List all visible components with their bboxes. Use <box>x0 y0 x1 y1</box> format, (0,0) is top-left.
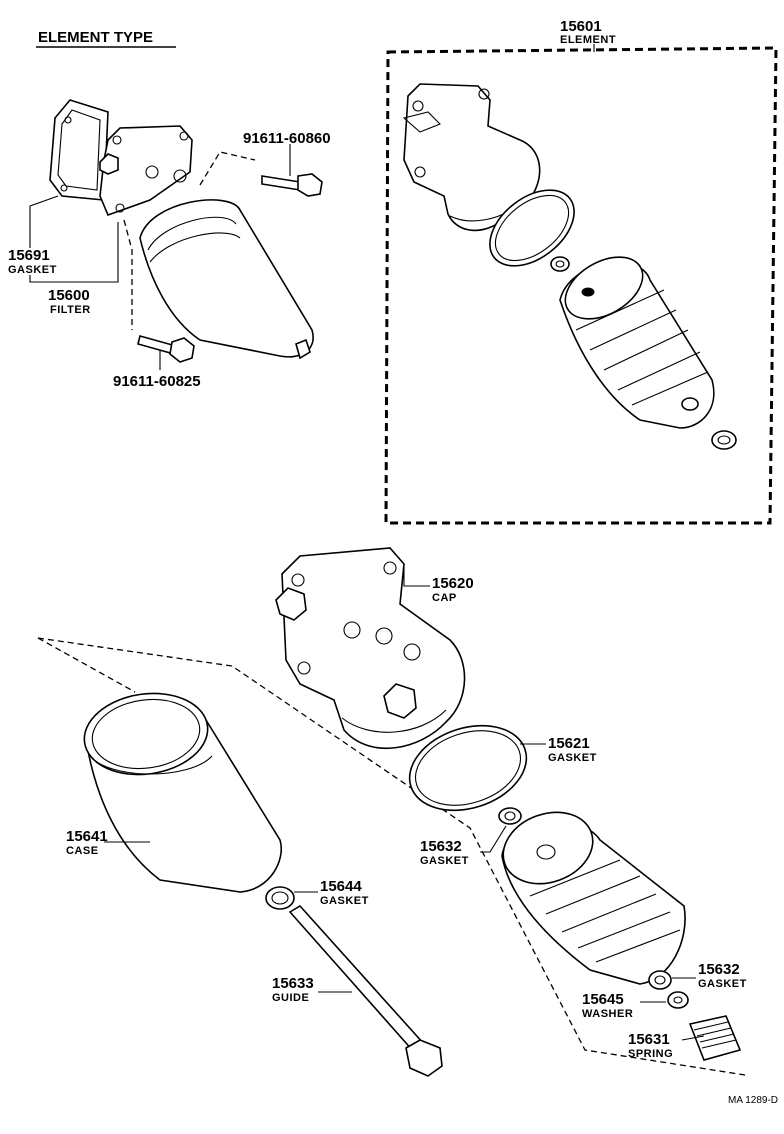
section-title: ELEMENT TYPE <box>38 29 153 46</box>
leader-15632-upper <box>480 825 507 853</box>
leader-15691 <box>29 195 59 248</box>
label-15601-name: ELEMENT <box>560 34 616 46</box>
leader-15620 <box>403 564 430 587</box>
label-15644-number: 15644 <box>320 878 362 895</box>
leader-15600 <box>29 222 119 283</box>
label-15633-number: 15633 <box>272 975 314 992</box>
filter-assembly-drawing <box>49 99 323 363</box>
label-15620-number: 15620 <box>432 575 474 592</box>
label-15632a-name: GASKET <box>420 855 469 867</box>
element-box <box>384 46 778 525</box>
label-15620-name: CAP <box>432 592 457 604</box>
element-exploded-drawing <box>402 83 737 450</box>
label-15621-number: 15621 <box>548 735 590 752</box>
diagram-code: MA 1289-D <box>728 1095 778 1106</box>
label-15633-name: GUIDE <box>272 992 309 1004</box>
label-bolt-lower: 91611-60825 <box>113 373 201 390</box>
label-15601-number: 15601 <box>560 18 602 35</box>
exploded-assembly-drawing <box>83 547 742 1077</box>
label-15645-number: 15645 <box>582 991 624 1008</box>
label-15641-name: CASE <box>66 845 99 857</box>
leader-15631 <box>681 1035 705 1041</box>
label-15632b-number: 15632 <box>698 961 740 978</box>
label-15645-name: WASHER <box>582 1008 633 1020</box>
label-15641-number: 15641 <box>66 828 108 845</box>
label-15644-name: GASKET <box>320 895 369 907</box>
assembly-guide-line-2 <box>37 637 136 693</box>
label-15600-name: FILTER <box>50 304 91 316</box>
label-bolt-upper: 91611-60860 <box>243 130 331 147</box>
assembly-guide-line <box>37 637 746 1076</box>
label-15632a-number: 15632 <box>420 838 462 855</box>
label-15691-name: GASKET <box>8 264 57 276</box>
label-15621-name: GASKET <box>548 752 597 764</box>
label-15691-number: 15691 <box>8 247 50 264</box>
label-15631-number: 15631 <box>628 1031 670 1048</box>
label-15600-number: 15600 <box>48 287 90 304</box>
label-15631-name: SPRING <box>628 1048 673 1060</box>
label-15632b-name: GASKET <box>698 978 747 990</box>
